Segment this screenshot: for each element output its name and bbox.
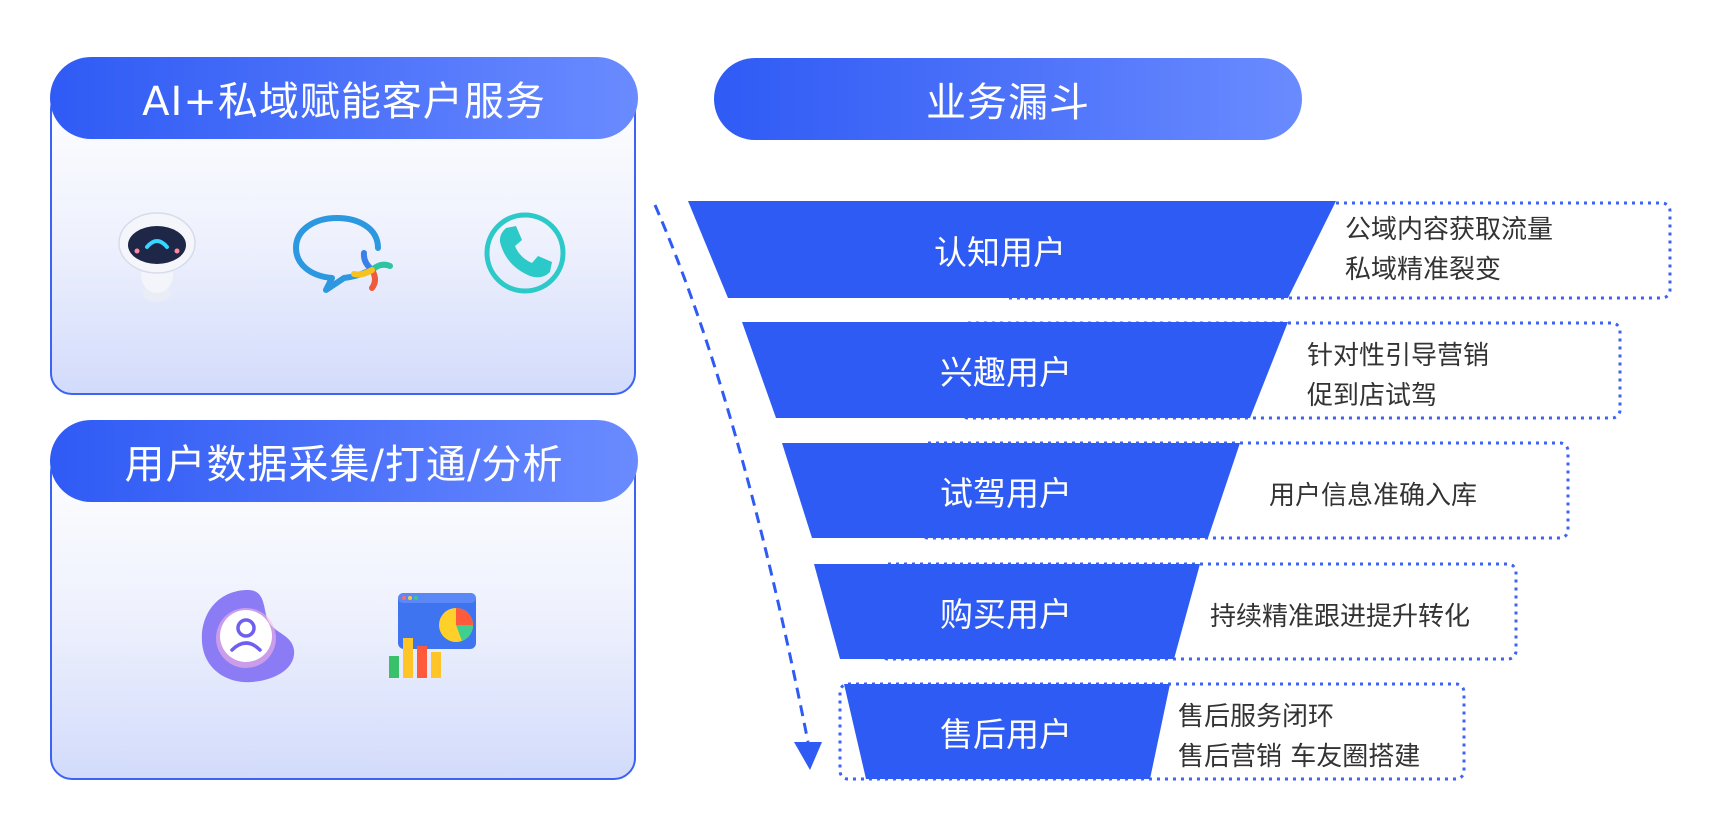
- stage-1-shape: [688, 201, 1336, 298]
- data-card: [50, 450, 636, 780]
- stage-3-shape: [782, 443, 1240, 538]
- user-profile-icon: [198, 584, 298, 688]
- stage-2-note-box: [958, 321, 1622, 420]
- service-card-title: AI+私域赋能客户服务: [50, 57, 638, 139]
- stage-5-note-line-2: 售后营销 车友圈搭建: [1178, 742, 1421, 772]
- robot-mascot-icon: [112, 203, 202, 303]
- data-card-title: 用户数据采集/打通/分析: [50, 420, 638, 502]
- stage-2-shape: [742, 322, 1288, 418]
- stage-1-note-box: [998, 201, 1672, 300]
- stage-4-note-box: [878, 562, 1518, 661]
- analytics-dashboard-icon: [388, 590, 478, 680]
- stage-5-shape: [844, 684, 1170, 779]
- stage-5-label: 售后用户: [940, 714, 1072, 754]
- stage-1-note-line-2: 私域精准裂变: [1345, 255, 1502, 285]
- stage-1-note-line-1: 公域内容获取流量: [1345, 215, 1554, 245]
- phone-call-icon: [482, 210, 568, 296]
- stage-3-label: 试驾用户: [940, 473, 1072, 513]
- stage-2-note-line-1: 针对性引导营销: [1307, 341, 1490, 371]
- stage-5-note-line-1: 售后服务闭环: [1178, 702, 1335, 732]
- chat-bubble-icon: [292, 214, 398, 294]
- stage-3-note-line-1: 用户信息准确入库: [1269, 481, 1478, 511]
- flow-arrow-head: [794, 742, 822, 770]
- stage-2-note-line-2: 促到店试驾: [1307, 381, 1438, 411]
- stage-4-note-line-1: 持续精准跟进提升转化: [1210, 602, 1471, 632]
- funnel-title: 业务漏斗: [714, 58, 1302, 140]
- flow-arrow-line: [653, 204, 810, 743]
- stage-1-label: 认知用户: [934, 232, 1066, 272]
- stage-4-label: 购买用户: [940, 594, 1072, 634]
- stage-4-shape: [814, 564, 1200, 659]
- stage-2-label: 兴趣用户: [940, 353, 1072, 392]
